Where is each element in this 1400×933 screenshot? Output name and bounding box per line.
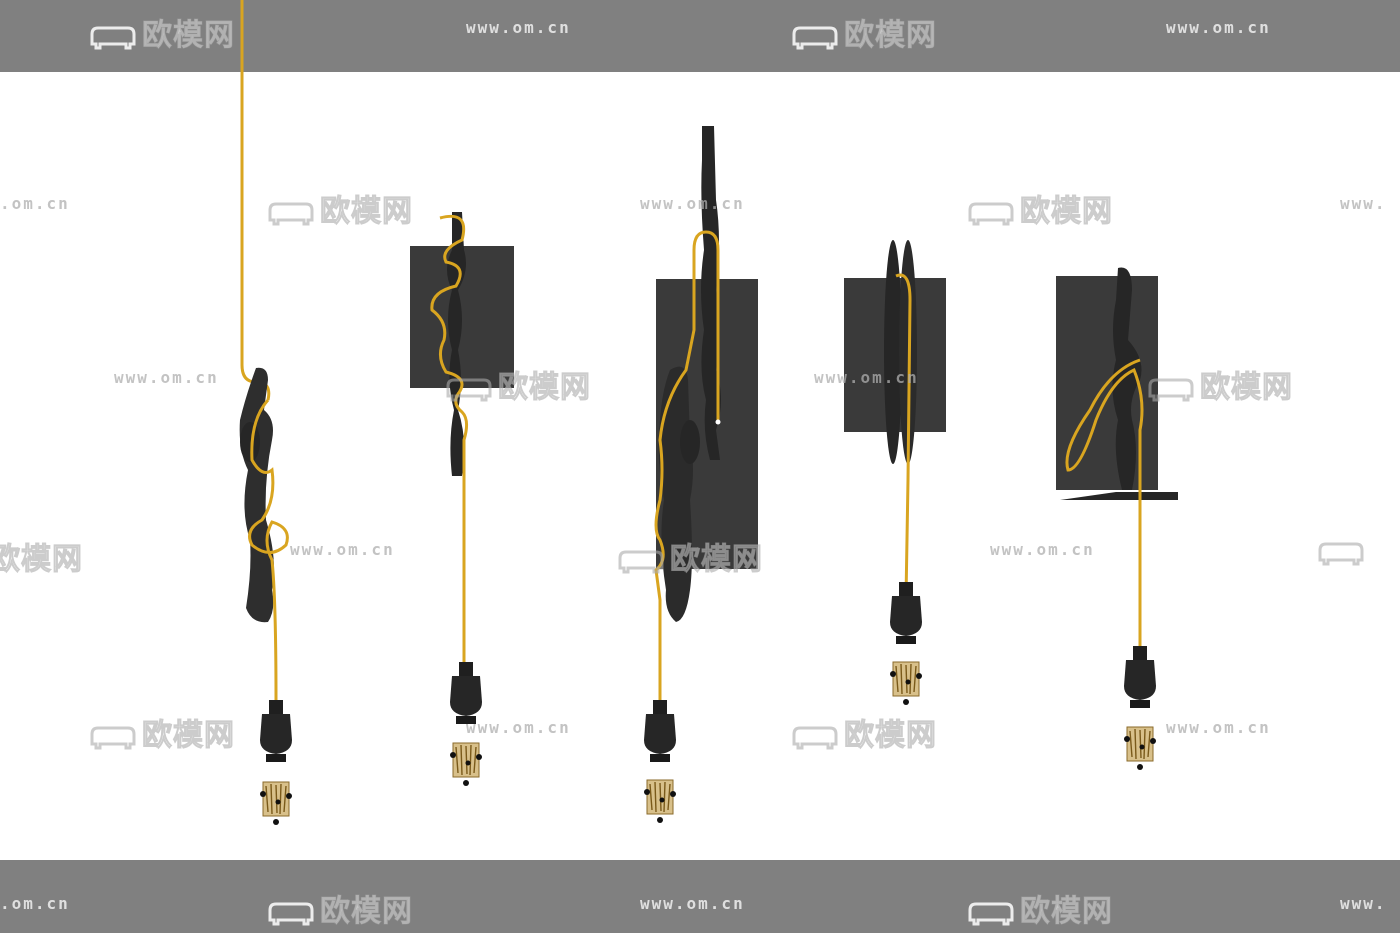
- sofa-icon: [446, 378, 492, 401]
- watermark-url: www.om.cn: [114, 368, 219, 387]
- watermark-logo: 欧模网: [266, 186, 413, 230]
- sofa-icon: [618, 550, 664, 573]
- watermark-url: www.om.cn: [640, 194, 745, 213]
- watermark-url: .om.cn: [0, 194, 70, 213]
- watermark-url: www.: [1340, 894, 1387, 913]
- lamp-1: [239, 0, 293, 826]
- sofa-icon: [968, 202, 1014, 225]
- watermark-logo: 欧模网: [0, 542, 83, 578]
- watermark-logo: 欧模网: [966, 886, 1113, 930]
- watermark-url: www.om.cn: [814, 368, 919, 387]
- watermark-logo: 欧模网: [88, 10, 235, 54]
- lamp-3: [643, 126, 758, 824]
- sofa-icon: [1318, 542, 1364, 565]
- sofa-icon: [968, 902, 1014, 925]
- sofa-icon: [90, 726, 136, 749]
- bottom-gray-band: [0, 860, 1400, 933]
- watermark-url: www.om.cn: [1166, 718, 1271, 737]
- watermark-url: .om.cn: [0, 894, 70, 913]
- sofa-icon: [1148, 378, 1194, 401]
- watermark-logo: 欧模网: [88, 710, 235, 754]
- sofa-icon: [792, 26, 838, 49]
- lamp-4: [844, 240, 946, 706]
- watermark-url: www.: [1340, 194, 1387, 213]
- top-gray-band: [0, 0, 1400, 72]
- watermark-url: www.om.cn: [466, 18, 571, 37]
- watermark-logo: 欧模网: [790, 710, 937, 754]
- lamp-2: [410, 212, 514, 787]
- watermark-url: www.om.cn: [990, 540, 1095, 559]
- sofa-icon: [90, 26, 136, 49]
- watermark-url: www.om.cn: [290, 540, 395, 559]
- sofa-icon: [268, 902, 314, 925]
- watermark-logo: 欧模网: [444, 362, 591, 406]
- watermark-logo: [1316, 534, 1370, 569]
- sofa-icon: [792, 726, 838, 749]
- watermark-logo: 欧模网: [1146, 362, 1293, 406]
- lamp-5: [1056, 267, 1178, 771]
- watermark-logo: 欧模网: [966, 186, 1113, 230]
- watermark-logo: 欧模网: [266, 886, 413, 930]
- watermark-url: www.om.cn: [466, 718, 571, 737]
- watermark-logo: 欧模网: [616, 534, 763, 578]
- sofa-icon: [268, 202, 314, 225]
- watermark-logo: 欧模网: [790, 10, 937, 54]
- watermark-url: www.om.cn: [1166, 18, 1271, 37]
- watermark-url: www.om.cn: [640, 894, 745, 913]
